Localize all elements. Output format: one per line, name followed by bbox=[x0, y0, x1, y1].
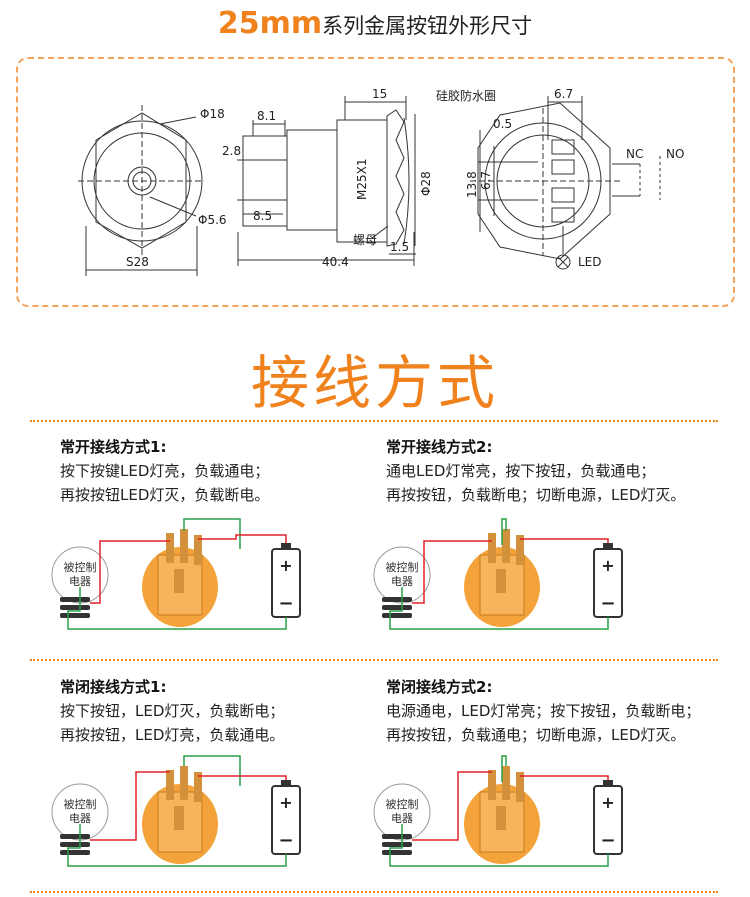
svg-text:电器: 电器 bbox=[69, 812, 91, 825]
wiring-2-line1: 通电LED灯常亮，按下按钮，负载通电； bbox=[386, 462, 656, 480]
label-no: NO bbox=[666, 147, 684, 161]
dim-0-5: 0.5 bbox=[493, 117, 512, 131]
dim-nut: 螺母 bbox=[353, 233, 377, 247]
wiring-3-line1: 按下按钮，LED灯灭，负载断电； bbox=[60, 702, 285, 720]
diagram-2: 被控制 电器 bbox=[373, 518, 623, 630]
dim-6-7-side: 6.7 bbox=[479, 171, 493, 190]
wiring-4-line2: 再按按钮，负载通电；切断电源，LED灯灭。 bbox=[386, 726, 686, 744]
dim-8-5: 8.5 bbox=[253, 209, 272, 223]
dim-phi18: Φ18 bbox=[200, 107, 225, 121]
dim-thread: M25X1 bbox=[355, 159, 369, 200]
label-led: LED bbox=[578, 255, 602, 269]
wiring-3-line2: 再按按钮，LED灯亮，负载通电。 bbox=[60, 726, 285, 744]
svg-text:电器: 电器 bbox=[391, 812, 413, 825]
dim-13-8: 13.8 bbox=[465, 171, 479, 198]
dimension-drawing-frame bbox=[16, 57, 735, 307]
svg-text:被控制: 被控制 bbox=[386, 797, 419, 811]
rear-terminal-1 bbox=[551, 139, 575, 155]
label-nc: NC bbox=[626, 147, 643, 161]
title-text: 系列金属按钮外形尺寸 bbox=[322, 14, 533, 38]
wiring-1-title: 常开接线方式1: bbox=[60, 438, 167, 456]
diagram-3: 被控制 电器 bbox=[51, 755, 301, 867]
page-title: 25mm系列金属按钮外形尺寸 bbox=[0, 6, 750, 41]
dim-15: 15 bbox=[372, 87, 387, 101]
wiring-1-line1: 按下按键LED灯亮，负载通电； bbox=[60, 462, 270, 480]
diagram-4: 被控制 电器 bbox=[373, 755, 623, 867]
dim-6-7-top: 6.7 bbox=[554, 87, 573, 101]
led-symbol bbox=[555, 254, 571, 270]
divider-top bbox=[30, 420, 718, 422]
dim-phi5-6: Φ5.6 bbox=[198, 213, 227, 227]
rear-hexagon bbox=[477, 102, 611, 260]
device-label-1a: 被控制 bbox=[64, 560, 97, 574]
wiring-2-title: 常开接线方式2: bbox=[386, 438, 493, 456]
svg-text:被控制: 被控制 bbox=[386, 560, 419, 574]
wiring-4-title: 常闭接线方式2: bbox=[386, 678, 493, 696]
wiring-2-line2: 再按按钮，负载断电；切断电源，LED灯灭。 bbox=[386, 486, 686, 504]
dimension-drawing: Φ18 Φ5.6 S28 8.1 2.8 8.5 40.4 15 硅胶防水圈 M… bbox=[78, 87, 684, 276]
dim-8-1: 8.1 bbox=[257, 109, 276, 123]
side-nut bbox=[386, 109, 405, 247]
wiring-3-title: 常闭接线方式1: bbox=[60, 678, 167, 696]
dim-40-4: 40.4 bbox=[322, 255, 349, 269]
rear-terminal-2 bbox=[551, 159, 575, 175]
svg-text:被控制: 被控制 bbox=[64, 797, 97, 811]
dim-s28: S28 bbox=[126, 255, 149, 269]
wiring-4-line1: 电源通电，LED灯常亮；按下按钮，负载断电； bbox=[386, 702, 701, 720]
side-cap bbox=[403, 117, 410, 245]
divider-middle bbox=[30, 659, 718, 661]
dim-phi28: Φ28 bbox=[419, 171, 433, 196]
wiring-1-line2: 再按按钮LED灯灭，负载断电。 bbox=[60, 486, 270, 504]
diagram-1: 被控制 电器 bbox=[51, 518, 301, 630]
title-size: 25mm bbox=[217, 6, 323, 41]
device-label-1b: 电器 bbox=[69, 575, 91, 588]
rear-terminal-3 bbox=[551, 187, 575, 203]
dim-1-5: 1.5 bbox=[390, 240, 409, 254]
dim-2-8: 2.8 bbox=[222, 144, 241, 158]
section-title: 接线方式 bbox=[250, 349, 499, 417]
rear-terminal-4 bbox=[551, 207, 575, 223]
svg-text:电器: 电器 bbox=[391, 575, 413, 588]
dim-seal: 硅胶防水圈 bbox=[436, 88, 496, 103]
divider-bottom bbox=[30, 891, 718, 893]
